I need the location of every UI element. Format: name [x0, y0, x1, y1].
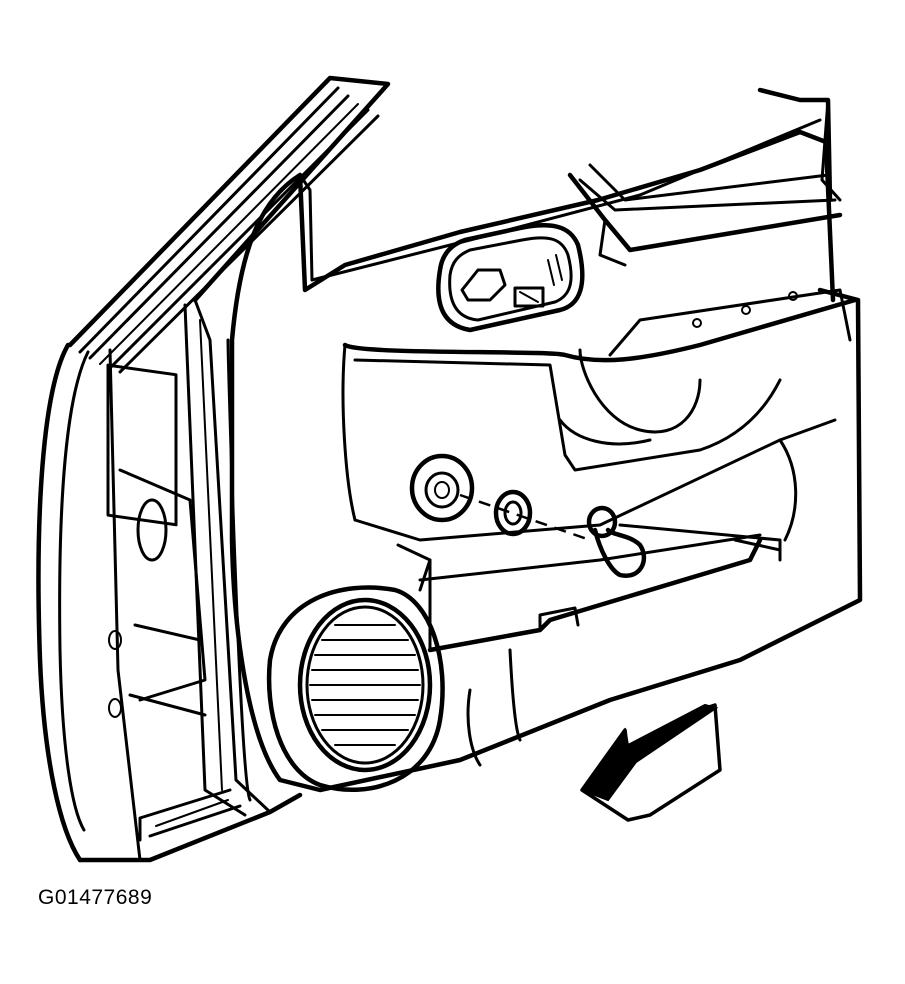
- pull-cup: [341, 288, 858, 522]
- window-switch-bezel: [436, 223, 585, 333]
- speaker-grille: [266, 558, 445, 793]
- figure-code: G01477689: [38, 886, 153, 909]
- fastener-assembly: [409, 453, 647, 578]
- window-channel: [183, 298, 272, 817]
- door-frame: [36, 75, 391, 863]
- trim-panel-outline: [229, 87, 863, 793]
- armrest: [567, 163, 843, 267]
- door-inner-edge: [106, 348, 207, 862]
- direction-arrow: [580, 703, 722, 822]
